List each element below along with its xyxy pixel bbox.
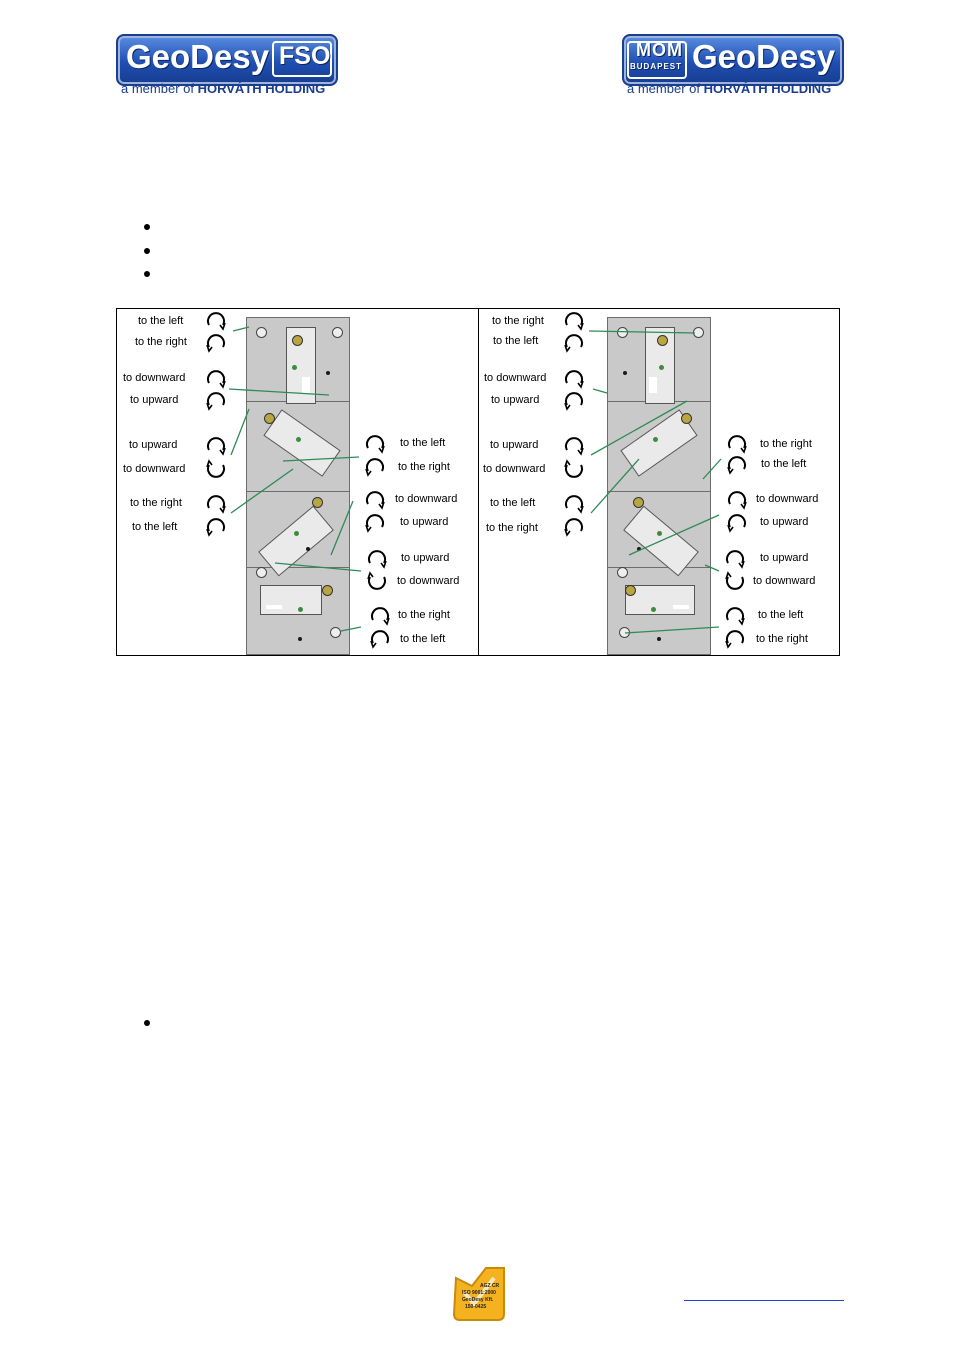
member-holding: HORVÁTH HOLDING xyxy=(703,81,832,96)
label-bottom-left-2: to the right xyxy=(398,461,450,473)
label-top-right-8: to the right xyxy=(486,522,538,534)
member-prefix: a member of xyxy=(627,81,700,96)
rotate-cw-icon xyxy=(563,369,584,389)
rotate-cw-icon xyxy=(364,434,385,454)
rotate-ccw-icon xyxy=(563,391,583,411)
logo-tag-text: FSO xyxy=(279,42,331,70)
label-bottom-right-4: to upward xyxy=(760,516,809,528)
rotate-ccw-icon xyxy=(205,333,225,353)
label-top-left-8: to the left xyxy=(132,521,178,533)
bullet-4 xyxy=(144,1020,150,1026)
footer-website-link[interactable] xyxy=(684,1300,844,1301)
rotate-cw-icon xyxy=(205,369,226,389)
member-prefix: a member of xyxy=(121,81,194,96)
rotate-ccw-icon xyxy=(724,629,744,649)
rotate-cw-icon xyxy=(205,311,226,331)
label-top-right-1: to the right xyxy=(492,315,544,327)
left-mechanism xyxy=(246,317,350,655)
logo-tag-box xyxy=(272,41,332,77)
figure-divider xyxy=(478,309,479,655)
label-top-right-3: to downward xyxy=(484,372,547,384)
bullet-3 xyxy=(144,271,150,277)
label-top-right-6: to downward xyxy=(483,463,546,475)
geodesy-fso-logo: GeoDesy FSO a member of HORVÁTH HOLDING xyxy=(116,34,338,96)
rotate-cw-icon xyxy=(726,490,747,510)
rotate-ccw-icon xyxy=(364,513,384,533)
rotate-cw-icon xyxy=(205,436,226,456)
label-top-right-2: to the left xyxy=(493,335,539,347)
label-top-left-4: to upward xyxy=(130,394,179,406)
label-bottom-left-6: to downward xyxy=(397,575,460,587)
rotate-cw-icon xyxy=(364,490,385,510)
badge-line-2: ISO 9001:2000 xyxy=(462,1290,496,1296)
label-bottom-left-8: to the left xyxy=(400,633,446,645)
label-top-left-5: to upward xyxy=(129,439,178,451)
badge-line-3: GeoDesy Kft. xyxy=(462,1297,494,1303)
label-top-left-6: to downward xyxy=(123,463,186,475)
rotate-ccw-icon xyxy=(369,629,389,649)
label-bottom-left-7: to the right xyxy=(398,609,450,621)
rotate-ccw-icon xyxy=(366,571,386,590)
rotate-cw-icon xyxy=(724,606,745,626)
label-bottom-right-8: to the right xyxy=(756,633,808,645)
badge-line-1: AGZ CR xyxy=(480,1283,500,1289)
logo-brand-text: GeoDesy xyxy=(126,38,270,75)
leader-lines xyxy=(228,326,722,634)
label-top-left-1: to the left xyxy=(138,315,184,327)
label-top-left-7: to the right xyxy=(130,497,182,509)
label-top-left-3: to downward xyxy=(123,372,186,384)
label-top-left-2: to the right xyxy=(135,336,187,348)
adjustment-figure: to the left to the right to downward to … xyxy=(116,308,840,656)
rotate-ccw-icon xyxy=(205,517,225,537)
rotate-cw-icon xyxy=(366,549,387,569)
label-top-right-5: to upward xyxy=(490,439,539,451)
label-top-right-7: to the left xyxy=(490,497,536,509)
rotate-cw-icon xyxy=(563,436,584,456)
rotate-cw-icon xyxy=(726,434,747,454)
rotate-cw-icon xyxy=(369,606,390,626)
badge-line-4: 150-0425 xyxy=(465,1304,487,1310)
member-line: a member of HORVÁTH HOLDING xyxy=(627,81,831,96)
rotate-ccw-icon xyxy=(726,513,746,533)
rotate-cw-icon xyxy=(563,311,584,331)
rotate-cw-icon xyxy=(724,549,745,569)
mom-tag-top: MOM xyxy=(636,40,683,60)
rotate-ccw-icon xyxy=(563,459,583,478)
rotate-ccw-icon xyxy=(364,457,384,477)
rotate-ccw-icon xyxy=(726,455,746,475)
label-top-right-4: to upward xyxy=(491,394,540,406)
rotate-ccw-icon xyxy=(563,333,583,353)
bullet-1 xyxy=(144,224,150,230)
label-bottom-left-1: to the left xyxy=(400,437,446,449)
label-bottom-right-5: to upward xyxy=(760,552,809,564)
label-bottom-left-3: to downward xyxy=(395,493,458,505)
label-bottom-left-4: to upward xyxy=(400,516,449,528)
rotate-ccw-icon xyxy=(563,517,583,537)
label-bottom-right-2: to the left xyxy=(761,458,807,470)
label-bottom-right-3: to downward xyxy=(756,493,819,505)
iso-certificate-badge: AGZ CR ISO 9001:2000 GeoDesy Kft. 150-04… xyxy=(450,1264,508,1322)
label-bottom-left-5: to upward xyxy=(401,552,450,564)
mom-tag-bottom: BUDAPEST xyxy=(630,62,683,71)
rotate-ccw-icon xyxy=(205,391,225,411)
label-bottom-right-6: to downward xyxy=(753,575,816,587)
rotate-cw-icon xyxy=(563,494,584,514)
bullet-2 xyxy=(144,248,150,254)
mom-geodesy-logo: MOM BUDAPEST GeoDesy a member of HORVÁTH… xyxy=(622,34,844,96)
mom-tag-box xyxy=(627,41,687,79)
right-mechanism xyxy=(607,317,711,655)
member-line: a member of HORVÁTH HOLDING xyxy=(121,81,325,96)
member-holding: HORVÁTH HOLDING xyxy=(197,81,326,96)
label-bottom-right-1: to the right xyxy=(760,438,812,450)
rotate-ccw-icon xyxy=(724,571,744,590)
label-bottom-right-7: to the left xyxy=(758,609,804,621)
rotate-ccw-icon xyxy=(205,459,225,478)
logo-brand-text: GeoDesy xyxy=(692,38,836,75)
rotate-cw-icon xyxy=(205,494,226,514)
